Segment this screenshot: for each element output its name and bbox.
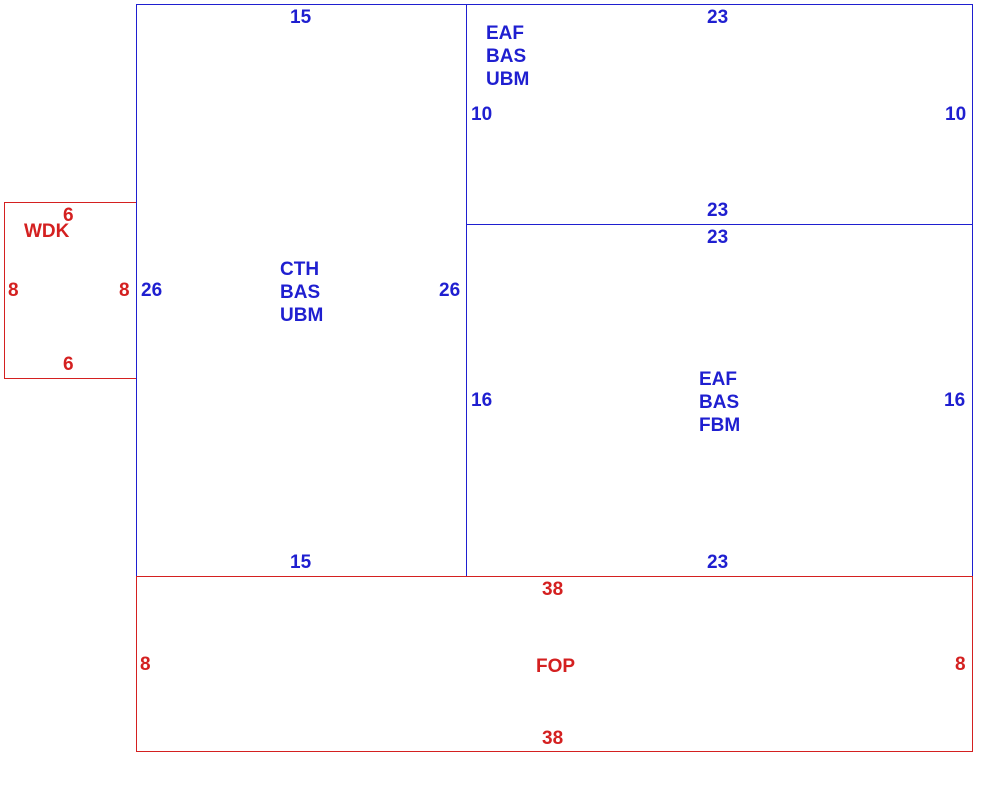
eaf-ubm-name-line-1: EAF [486, 23, 524, 44]
cth-top-dimension: 15 [290, 7, 312, 28]
wdk-right-dimension: 8 [119, 280, 130, 301]
wdk-name-line: WDK [24, 221, 70, 242]
eaf-fbm-bottom-dimension: 23 [707, 552, 729, 573]
cth-room-name: CTH BAS UBM [280, 258, 323, 327]
cth-name-line-3: UBM [280, 305, 324, 326]
eaf-ubm-left-dimension: 10 [471, 104, 493, 125]
fop-left-dimension: 8 [140, 654, 151, 675]
eaf-fbm-name-line-3: FBM [699, 415, 741, 436]
cth-left-dimension: 26 [141, 280, 163, 301]
fop-top-dimension: 38 [542, 579, 564, 600]
eaf-fbm-name-line-2: BAS [699, 392, 740, 413]
cth-right-dimension: 26 [439, 280, 461, 301]
room-eaf-ubm [466, 4, 973, 225]
eaf-fbm-left-dimension: 16 [471, 390, 493, 411]
fop-room-name: FOP [536, 655, 575, 678]
eaf-fbm-name-line-1: EAF [699, 369, 737, 390]
eaf-ubm-right-dimension: 10 [945, 104, 967, 125]
wdk-room-name: WDK [24, 220, 69, 243]
eaf-ubm-name-line-3: UBM [486, 69, 530, 90]
wdk-bottom-dimension: 6 [63, 354, 74, 375]
wdk-top-dimension: 6 [63, 205, 74, 226]
fop-name-line: FOP [536, 656, 576, 677]
eaf-ubm-name-line-2: BAS [486, 46, 527, 67]
eaf-ubm-bottom-dimension: 23 [707, 200, 729, 221]
fop-right-dimension: 8 [955, 654, 966, 675]
eaf-fbm-top-dimension: 23 [707, 227, 729, 248]
cth-name-line-2: BAS [280, 282, 321, 303]
eaf-ubm-top-dimension: 23 [707, 7, 729, 28]
room-fop [136, 576, 973, 752]
wdk-left-dimension: 8 [8, 280, 19, 301]
fop-bottom-dimension: 38 [542, 728, 564, 749]
eaf-ubm-room-name: EAF BAS UBM [486, 22, 529, 91]
eaf-fbm-room-name: EAF BAS FBM [699, 368, 740, 437]
cth-name-line-1: CTH [280, 259, 320, 280]
cth-bottom-dimension: 15 [290, 552, 312, 573]
eaf-fbm-right-dimension: 16 [944, 390, 966, 411]
